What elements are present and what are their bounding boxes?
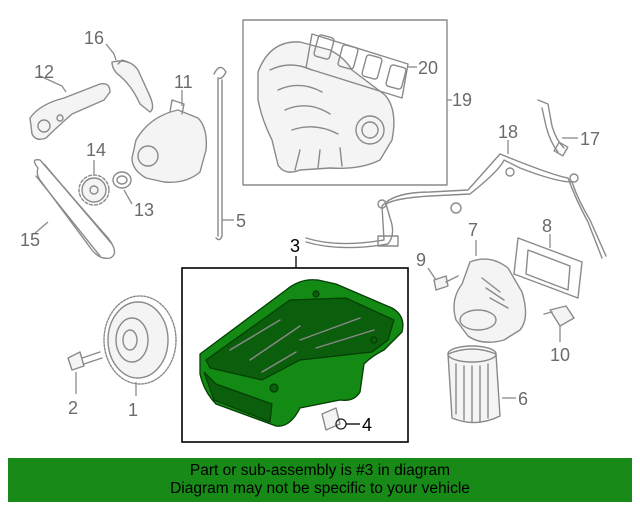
adapter-bolt[interactable] — [433, 275, 459, 291]
oil-filter[interactable] — [447, 345, 501, 424]
chain-guide[interactable] — [111, 59, 154, 113]
callout-5: 5 — [236, 211, 246, 231]
oil-tube[interactable] — [305, 153, 607, 259]
timing-chain[interactable] — [33, 158, 116, 260]
manifold-gaskets[interactable] — [305, 33, 409, 99]
parts-diagram: 20 19 16 12 11 14 13 15 — [20, 19, 607, 443]
oil-filter-adapter[interactable] — [453, 258, 527, 343]
oil-pan[interactable] — [199, 279, 404, 427]
sprocket[interactable] — [78, 174, 110, 206]
intake-manifold[interactable] — [257, 41, 395, 173]
callout-15: 15 — [20, 230, 40, 250]
callout-4: 4 — [362, 415, 372, 435]
callout-20: 20 — [418, 58, 438, 78]
callout-16: 16 — [84, 28, 104, 48]
banner-line-1: Part or sub-assembly is #3 in diagram — [189, 462, 451, 479]
callout-3: 3 — [290, 236, 300, 256]
oil-pan-box — [181, 267, 409, 443]
info-banner: Part or sub-assembly is #3 in diagram Di… — [8, 458, 632, 502]
banner-line-2: Diagram may not be specific to your vehi… — [170, 480, 470, 497]
drain-bolt[interactable] — [321, 407, 347, 431]
callout-11: 11 — [174, 72, 193, 92]
callout-17: 17 — [580, 129, 600, 149]
callout-8: 8 — [542, 216, 552, 236]
seal-ring[interactable] — [112, 171, 132, 189]
flywheel[interactable] — [103, 295, 177, 385]
callout-7: 7 — [468, 220, 478, 240]
vacuum-pump[interactable] — [131, 99, 208, 183]
callout-18: 18 — [498, 122, 518, 142]
dipstick[interactable] — [213, 66, 227, 241]
callout-19: 19 — [452, 90, 472, 110]
intake-manifold-box — [242, 19, 448, 186]
callout-1: 1 — [128, 400, 138, 420]
adapter-gasket[interactable] — [513, 237, 583, 299]
callout-2: 2 — [68, 398, 78, 418]
callout-10: 10 — [550, 345, 570, 365]
tensioner-arm[interactable] — [29, 82, 111, 141]
callout-9: 9 — [416, 250, 426, 270]
oil-pressure-switch[interactable] — [543, 305, 575, 327]
callout-12: 12 — [34, 62, 54, 82]
callout-6: 6 — [518, 389, 528, 409]
callout-13: 13 — [134, 200, 154, 220]
callout-14: 14 — [86, 140, 106, 160]
oil-level-sensor[interactable] — [537, 99, 569, 157]
flywheel-bolt[interactable] — [67, 351, 103, 371]
